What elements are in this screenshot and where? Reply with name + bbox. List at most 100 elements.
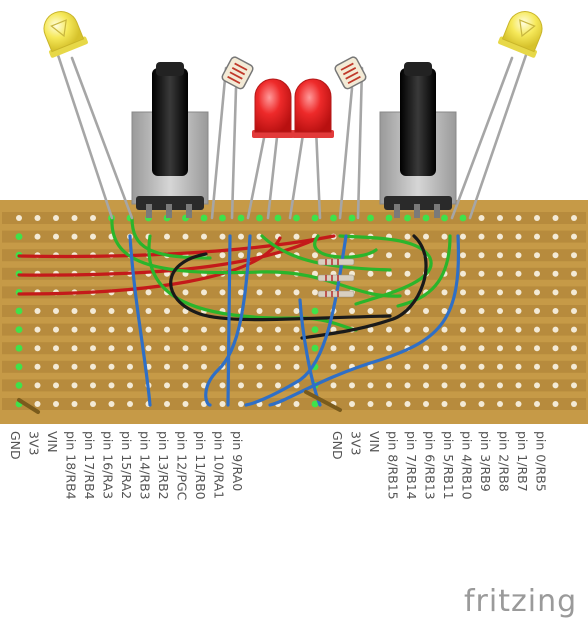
board-pad (15, 307, 23, 315)
board-pad (71, 401, 78, 407)
board-pad (534, 382, 540, 389)
board-pad (478, 326, 485, 333)
pin-label: GND (8, 431, 23, 460)
board-pad (515, 363, 522, 370)
board-pad (386, 326, 392, 333)
board-pad (497, 289, 503, 296)
board-pad (330, 382, 337, 389)
board-pad (293, 308, 300, 314)
board-pad (478, 270, 485, 277)
pin-label: pin 13/RB2 (156, 431, 171, 500)
board-pad (182, 289, 189, 296)
board-pad (497, 308, 503, 314)
board-pad (534, 363, 540, 370)
board-pad (571, 252, 577, 259)
board-pad (534, 215, 540, 221)
board-pad (219, 252, 226, 259)
board-pad (15, 326, 23, 333)
board-pad (53, 382, 59, 389)
fritzing-logo: fritzing (464, 584, 577, 619)
board-pad (71, 215, 78, 221)
board-pad (534, 270, 540, 277)
board-pad (534, 252, 540, 259)
board-pad (293, 214, 300, 222)
board-pad (386, 382, 392, 389)
board-pad (275, 363, 281, 370)
board-pad (515, 382, 522, 389)
board-pad (311, 326, 319, 333)
board-pad (90, 233, 96, 240)
board-pad (238, 363, 244, 370)
pin-label: pin 4/RB10 (460, 431, 475, 500)
board-pad (164, 345, 170, 352)
board-pad (16, 215, 22, 221)
board-pad (349, 345, 355, 352)
potentiometer-left-icon (131, 62, 209, 218)
board-pad (404, 252, 411, 259)
board-pad (423, 308, 429, 314)
wire-black-2 (300, 234, 428, 340)
board-pad (367, 270, 374, 277)
board-pad (349, 401, 355, 407)
board-pad (238, 345, 244, 352)
board-pad (53, 363, 59, 370)
jumper-stub-left (17, 398, 40, 414)
board-pad (275, 308, 281, 314)
board-pad (367, 363, 374, 370)
board-pad (441, 308, 448, 314)
board-pad (182, 345, 189, 352)
board-pad (34, 215, 41, 221)
board-pad (441, 401, 448, 407)
board-pad (571, 215, 577, 221)
board-pad (256, 214, 263, 222)
board-pad (182, 382, 189, 389)
board-pad (34, 345, 41, 352)
board-pad (311, 400, 319, 408)
potentiometer-right-icon (379, 62, 457, 218)
board-pad (423, 382, 429, 389)
wire-green-5 (338, 234, 433, 306)
wire-blue-5 (268, 234, 461, 407)
board-pad (219, 233, 226, 240)
board-pad (127, 363, 133, 370)
board-pad (200, 214, 208, 222)
board-pad (386, 270, 392, 277)
board-pad (238, 289, 244, 296)
board-pad (219, 401, 226, 407)
board-pad (34, 308, 41, 314)
board-pad (256, 363, 263, 370)
board-pad (90, 308, 96, 314)
board-pad (460, 252, 466, 259)
board-pad (460, 401, 466, 407)
board-pad (441, 363, 448, 370)
pin-label: pin 12/PGC (175, 431, 190, 501)
board-pad (127, 326, 133, 333)
board-pad (552, 289, 559, 296)
board-pad (515, 233, 522, 240)
board-pad (34, 363, 41, 370)
board-pad (497, 215, 503, 221)
board-pad (515, 270, 522, 277)
board-pad (441, 214, 448, 222)
board-pad (497, 270, 503, 277)
pin-label: pin 15/RA2 (119, 431, 134, 499)
board-pad (552, 401, 559, 407)
board-pad (293, 289, 300, 296)
board-pads (15, 214, 577, 408)
resistor-icon (317, 258, 355, 266)
board-pad (145, 289, 152, 296)
board-pad (515, 326, 522, 333)
board-pad (404, 382, 411, 389)
board-pad (441, 382, 448, 389)
board-pad (552, 252, 559, 259)
board-pad (423, 326, 429, 333)
board-pad (201, 289, 207, 296)
board-pad (53, 215, 59, 221)
led-red-right-icon (292, 78, 334, 138)
pin-label: pin 16/RA3 (101, 431, 116, 499)
wires (17, 216, 461, 414)
wire-black-1 (169, 252, 392, 322)
board-pad (312, 270, 318, 277)
board-pad (404, 326, 411, 333)
